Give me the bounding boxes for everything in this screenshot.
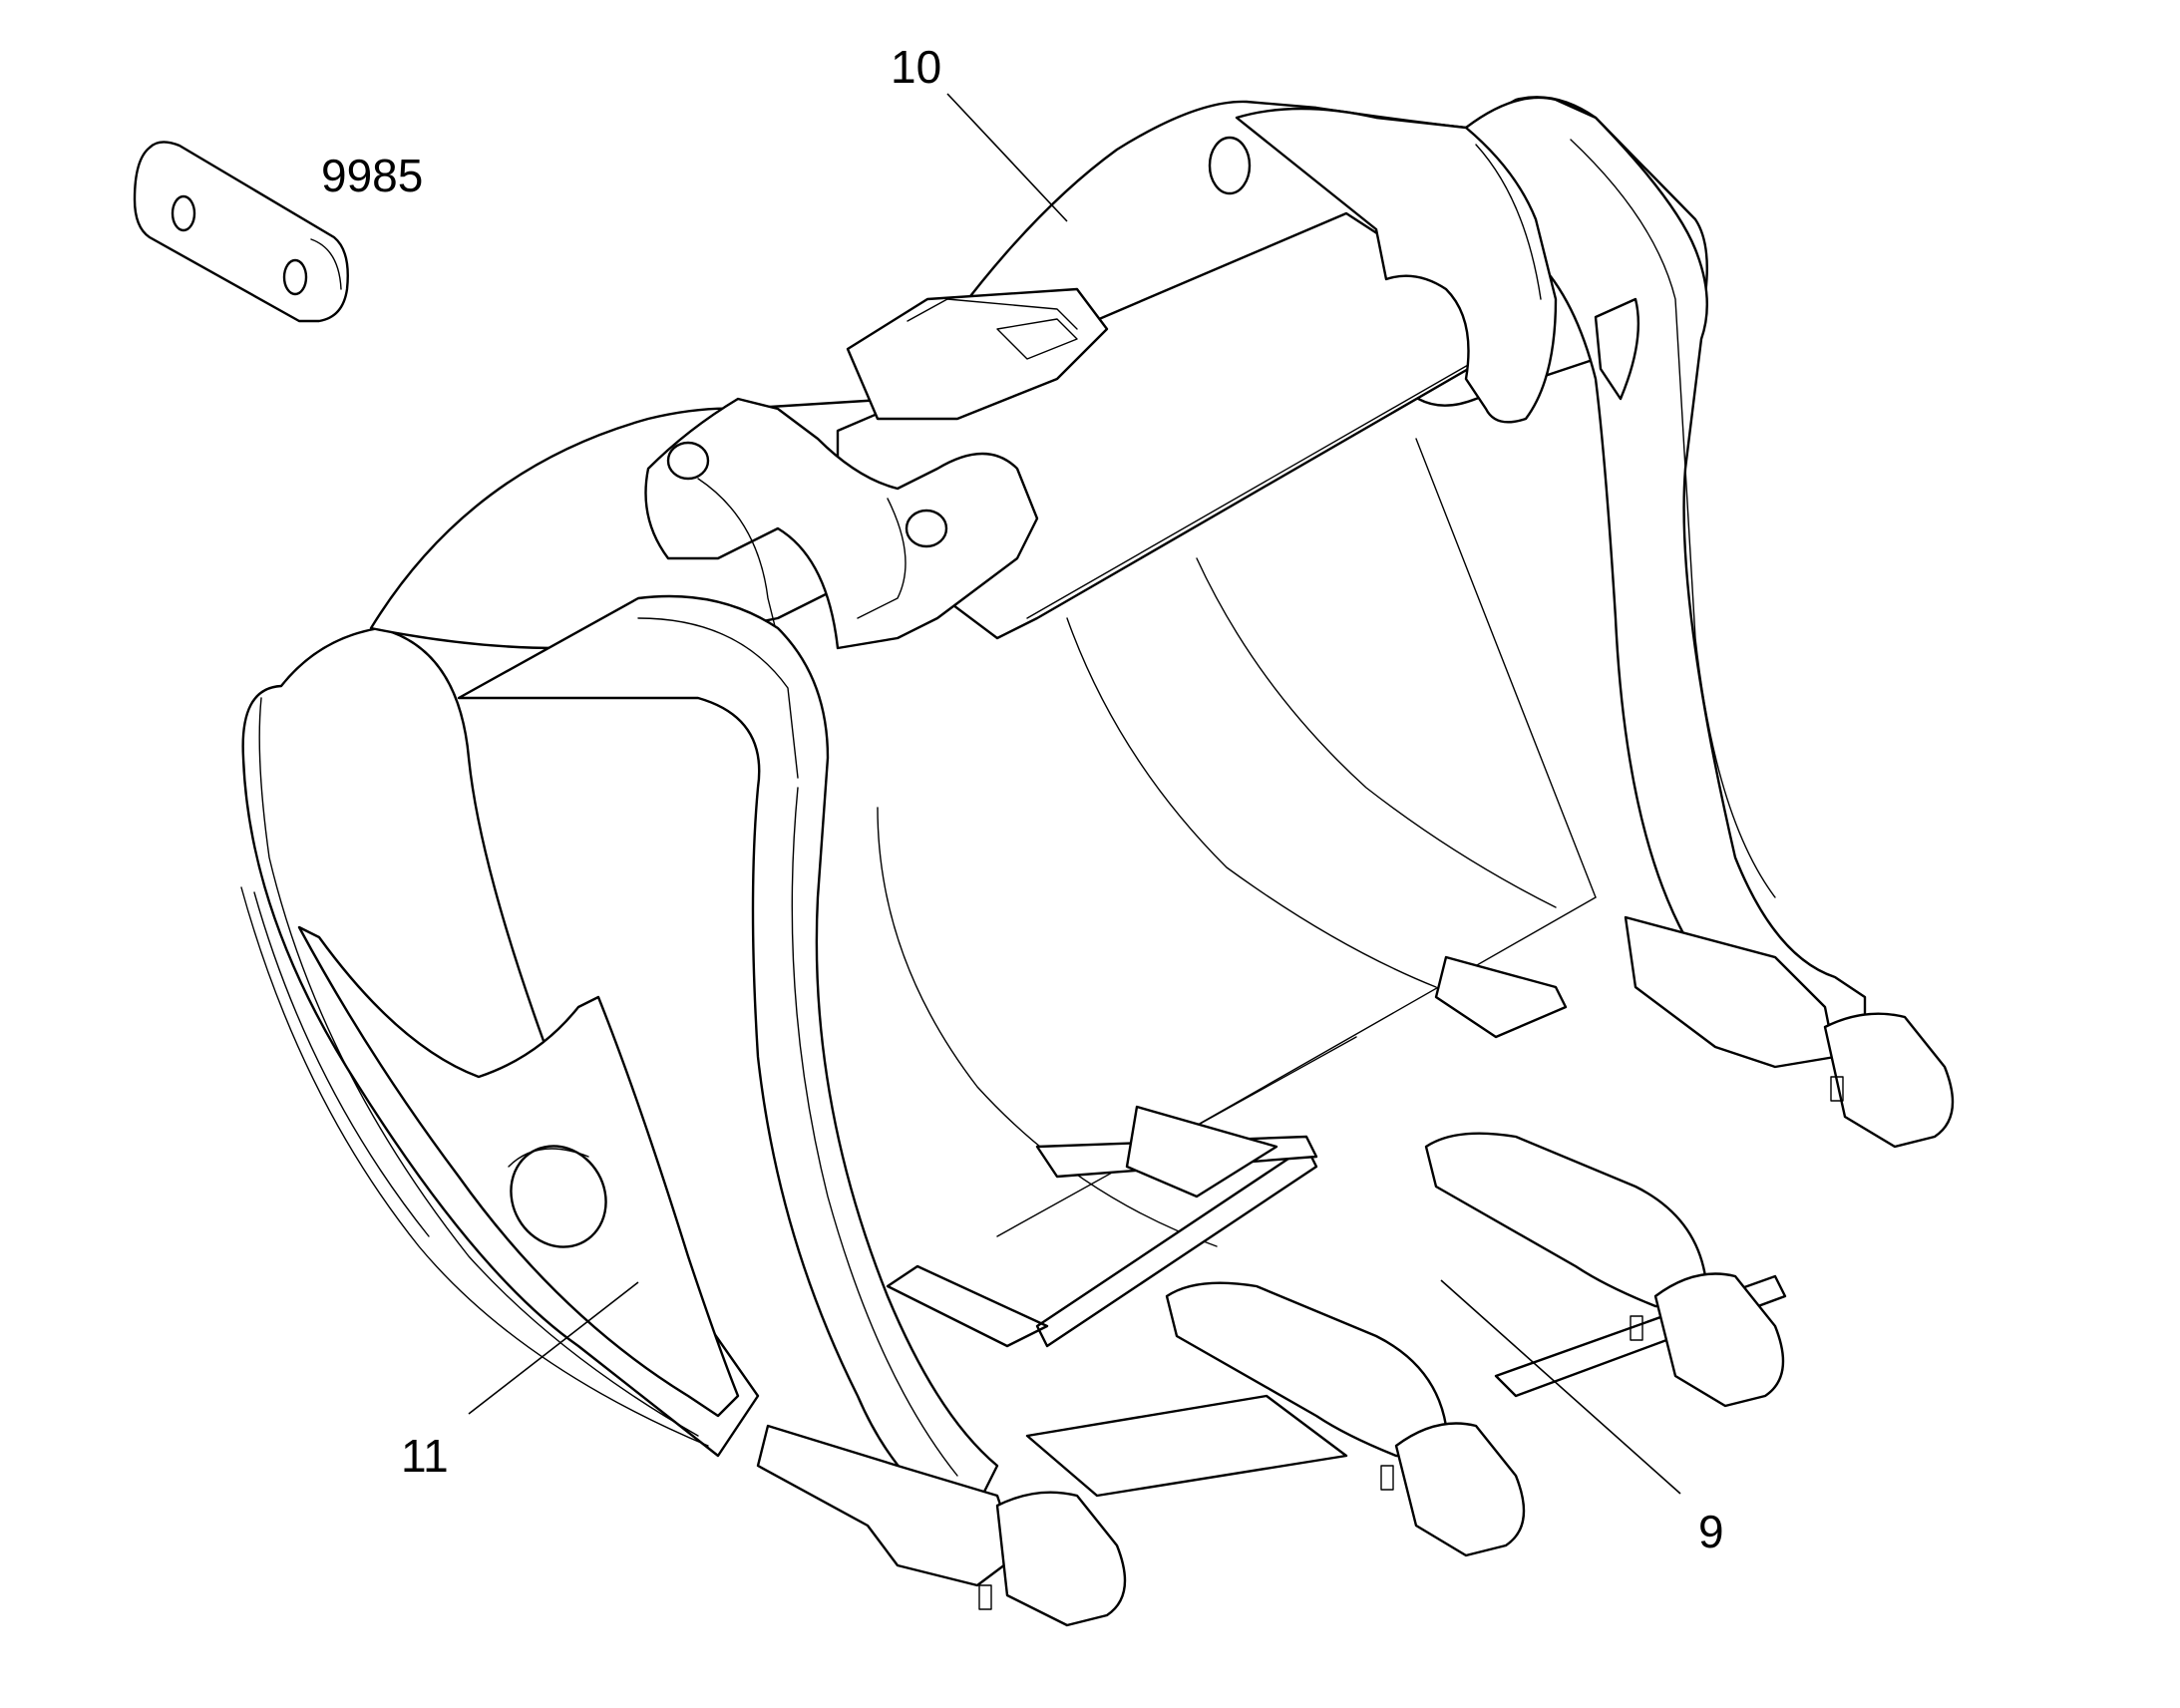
callout-9985: 9985 [321, 150, 423, 201]
grapple-bucket [240, 96, 1955, 1627]
front-arm [457, 594, 999, 1508]
arch-hole [1208, 136, 1252, 195]
leader-11 [468, 1281, 639, 1415]
slat-3 [1434, 955, 1568, 1039]
plate-9985 [133, 141, 349, 323]
callout-11: 11 [401, 1430, 449, 1482]
slat-1 [886, 1145, 1318, 1348]
plate-hole-1 [171, 194, 196, 232]
right-hinge-bracket [1235, 107, 1558, 424]
callout-10: 10 [891, 41, 941, 93]
tooth-front-center [1165, 1281, 1526, 1557]
rib-1 [877, 807, 1218, 1247]
callout-9: 9 [1698, 1506, 1724, 1557]
left-hinge-ear [644, 397, 1039, 650]
rib-3 [1196, 557, 1557, 908]
tooth-middle [1424, 1132, 1785, 1408]
leader-10 [946, 93, 1068, 222]
slat-4 [1125, 1105, 1278, 1198]
tooth-right [1624, 915, 1955, 1149]
bottom-crossbar [1025, 1394, 1348, 1498]
tooth-front-left [756, 1424, 1127, 1627]
plate-hole-2 [282, 258, 308, 296]
rib-2 [1066, 617, 1437, 988]
leader-9 [1440, 1279, 1681, 1495]
